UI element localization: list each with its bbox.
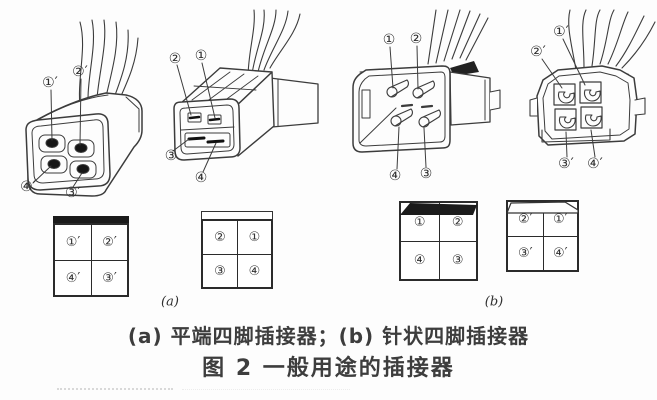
scan-artifact-line [57,388,173,390]
pin-cell: ④′ [542,236,577,270]
flat-plug-connector-drawing [172,9,319,173]
grid-top-face [53,216,129,223]
wire-bundle-icon [427,9,489,65]
callout-leader-lines [541,38,596,158]
pin-cell: ① [237,221,271,254]
callout-label: ① [194,48,208,64]
blade-terminals [184,112,231,148]
connector-body [352,61,501,153]
pin-socket-connector-drawing [529,9,656,158]
callout-label: ②′ [72,64,88,80]
pin-cell: ③ [438,241,476,279]
scan-artifact-line [182,389,350,390]
socket-holes [38,134,97,179]
grid-top-face [201,211,273,219]
pin-terminals [386,79,441,128]
pin-grid-a-plug: ② ① ③ ④ [201,211,273,289]
callout-label: ② [168,51,182,67]
grid-top-face [506,201,579,214]
pin-cell: ①′ [65,235,81,250]
figure-caption-subtitle: (a) 平端四脚插接器；(b) 针状四脚插接器 [127,324,530,348]
connector-body [529,65,646,146]
pin-cell: ② [438,203,477,241]
callout-label: ④ [194,170,208,186]
callout-label: ③′ [65,185,81,201]
socket-cavities [553,81,603,131]
callout-leader-lines [172,62,217,173]
callout-label: ① [382,32,396,48]
callout-label: ④′ [587,156,603,172]
pin-grid-b-plug: ① ② ④ ③ [399,201,478,281]
pin-cell: ③′ [508,236,543,270]
callout-label: ④′ [20,179,36,195]
callout-label: ④ [388,168,402,184]
callout-label: ③ [164,148,178,164]
callout-label: ② [409,31,423,47]
callout-label: ③′ [558,156,574,172]
connector-body [173,67,319,161]
group-label-b: (b) [484,294,504,310]
callout-leader-lines [32,78,83,188]
pin-cell: ④ [401,241,439,279]
figure-caption-title: 图 2 一般用途的插接器 [202,356,455,381]
callout-leader-lines [389,45,427,170]
pin-cell: ④′ [55,260,91,295]
pin-cell: ②′ [91,225,127,260]
callout-label: ①′ [553,24,569,40]
pin-cell: ④ [237,254,271,287]
pin-cell: ① [413,214,426,230]
pin-cell: ①′ [542,202,578,236]
pin-grid-b-socket: ②′ ①′ ③′ ④′ [506,200,579,272]
wire-bundle-icon [568,9,656,71]
flat-socket-connector-drawing [25,19,143,197]
pin-cell: ③ [203,254,237,287]
pin-cell: ②′ [517,211,533,227]
pin-plug-connector-drawing [352,9,501,170]
wire-bundle-icon [247,9,301,79]
pin-cell: ③′ [91,260,127,295]
grid-top-face [400,203,477,215]
pin-grid-a-socket: ①′ ②′ ④′ ③′ [53,216,129,297]
pin-cell: ② [214,230,226,245]
callout-label: ①′ [42,75,58,91]
callout-label: ②′ [530,44,546,60]
callout-label: ③ [419,166,433,182]
group-label-a: (a) [161,294,179,310]
